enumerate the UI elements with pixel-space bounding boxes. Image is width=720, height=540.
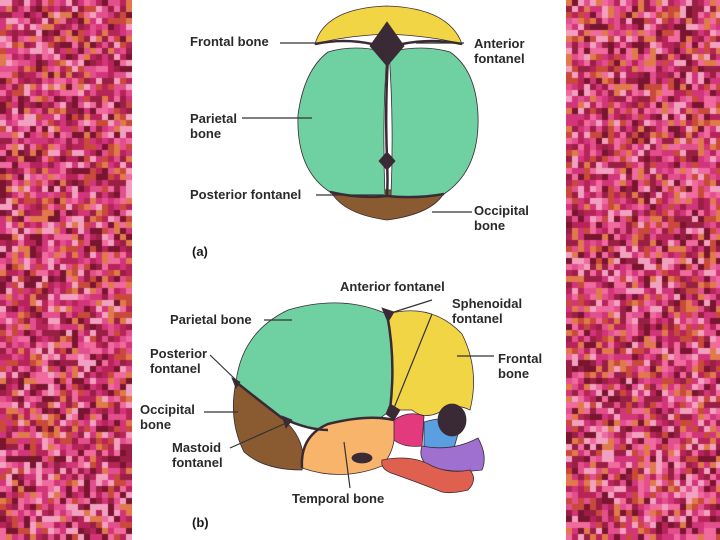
label-b-temporal-bone: Temporal bone [292, 491, 384, 506]
sphenoid-bone-b [394, 414, 424, 447]
frontal-bone-b [387, 311, 474, 416]
panel-label-a: (a) [192, 244, 208, 259]
panel-label-b: (b) [192, 515, 209, 530]
slide-panel: Frontal bone Anterior fontanel Parietal … [132, 0, 566, 540]
right-texture-border [566, 0, 720, 540]
label-a-occipital-bone: Occipital bone [474, 203, 529, 233]
label-b-parietal-bone: Parietal bone [170, 312, 252, 327]
label-a-anterior-fontanel: Anterior fontanel [474, 36, 525, 66]
ear-opening-b [352, 453, 372, 463]
label-a-parietal-bone: Parietal bone [190, 111, 237, 141]
label-b-mastoid-fontanel: Mastoid fontanel [172, 440, 223, 470]
label-a-frontal-bone: Frontal bone [190, 34, 269, 49]
label-b-posterior-fontanel: Posterior fontanel [150, 346, 207, 376]
left-texture-border [0, 0, 132, 540]
label-b-anterior-fontanel: Anterior fontanel [340, 279, 445, 294]
label-b-frontal-bone: Frontal bone [498, 351, 542, 381]
parietal-bone-left-a [298, 48, 387, 197]
label-b-sphenoidal-fontanel: Sphenoidal fontanel [452, 296, 522, 326]
orbit-b [438, 404, 466, 436]
label-b-occipital-bone: Occipital bone [140, 402, 195, 432]
parietal-bone-right-a [389, 48, 478, 197]
label-a-posterior-fontanel: Posterior fontanel [190, 187, 301, 202]
